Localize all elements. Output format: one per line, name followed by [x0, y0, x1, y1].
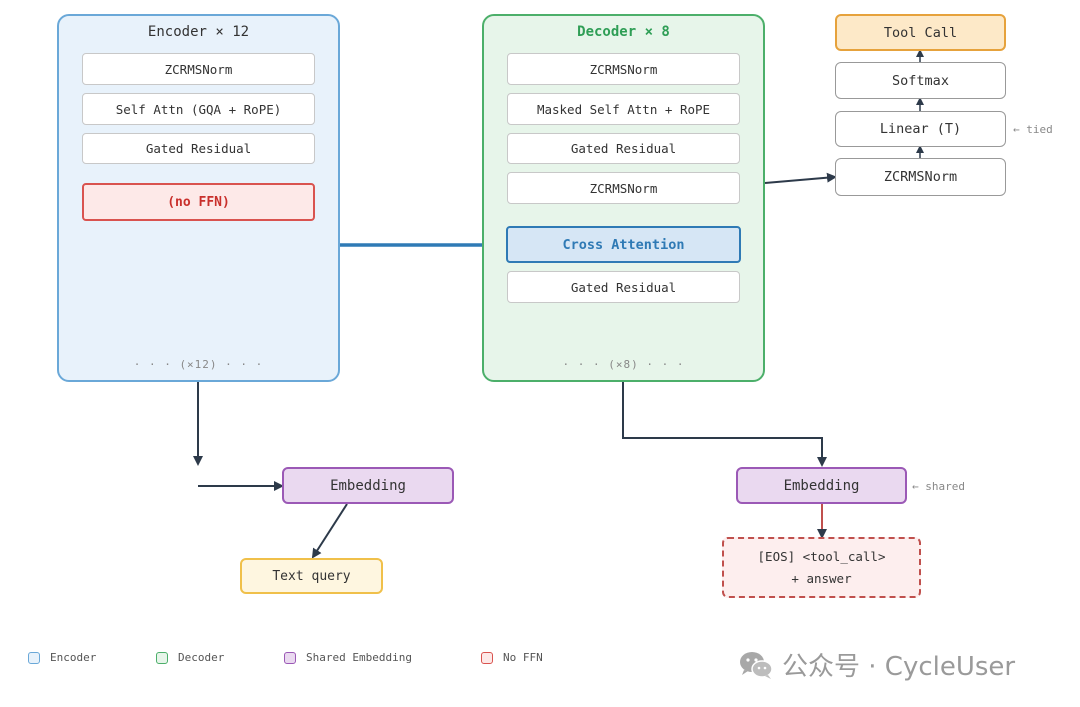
legend-encoder-label: Encoder: [50, 651, 97, 664]
legend-decoder-swatch: [156, 651, 168, 664]
tool-call-box: Tool Call: [835, 14, 1006, 51]
legend-shared-embedding: Shared Embedding: [284, 651, 412, 664]
embedding-left-box: Embedding: [282, 467, 454, 504]
decoder-block-masked-self-attn: Masked Self Attn + RoPE: [507, 93, 740, 125]
legend-shared-embedding-swatch: [284, 651, 296, 664]
decoder-block-gated-residual-1: Gated Residual: [507, 133, 740, 164]
legend-decoder: Decoder: [156, 651, 224, 664]
watermark-text: 公众号 · CycleUser: [782, 652, 1016, 682]
legend-no-ffn-swatch: [481, 651, 493, 664]
embedding-shared-note: ← shared: [912, 480, 965, 493]
softmax-box: Softmax: [835, 62, 1006, 99]
encoder-footer: · · · (×12) · · ·: [133, 358, 264, 371]
embedding-to-query-arrow: [311, 503, 348, 559]
decoder-block-norm-1: ZCRMSNorm: [507, 53, 740, 85]
decoder-footer: · · · (×8) · · ·: [562, 358, 685, 371]
watermark: 公众号 · CycleUser: [738, 646, 1015, 683]
output-line-2: + answer: [791, 570, 852, 586]
encoder-block-self-attn: Self Attn (GQA + RoPE): [82, 93, 315, 125]
encoder-title: Encoder × 12: [147, 24, 250, 40]
dec-to-head-arrow: [764, 172, 837, 184]
text-query-box: Text query: [240, 558, 383, 594]
embedding-right-box: Embedding: [736, 467, 907, 504]
decoder-title: Decoder × 8: [577, 24, 670, 40]
legend-no-ffn-label: No FFN: [503, 651, 543, 664]
output-box: [EOS] <tool_call> + answer: [722, 537, 921, 598]
encoder-block-norm: ZCRMSNorm: [82, 53, 315, 85]
dec-down-arrow: [622, 382, 827, 467]
legend-encoder: Encoder: [28, 651, 96, 664]
legend-decoder-label: Decoder: [178, 651, 225, 664]
decoder-block-norm-2: ZCRMSNorm: [507, 172, 740, 204]
output-line-1: [EOS] <tool_call>: [757, 548, 886, 564]
legend-no-ffn: No FFN: [481, 651, 543, 664]
encoder-block-gated-residual: Gated Residual: [82, 133, 315, 164]
legend-shared-embedding-label: Shared Embedding: [306, 651, 412, 664]
legend-encoder-swatch: [28, 651, 40, 664]
linear-box: Linear (T): [835, 111, 1006, 147]
wechat-icon: [740, 651, 773, 679]
decoder-block-cross-attention: Cross Attention: [506, 226, 741, 263]
encoder-block-no-ffn: (no FFN): [82, 183, 315, 221]
head-norm-box: ZCRMSNorm: [835, 158, 1006, 196]
linear-tied-note: ← tied: [1013, 123, 1053, 136]
decoder-block-gated-residual-2: Gated Residual: [507, 271, 740, 303]
